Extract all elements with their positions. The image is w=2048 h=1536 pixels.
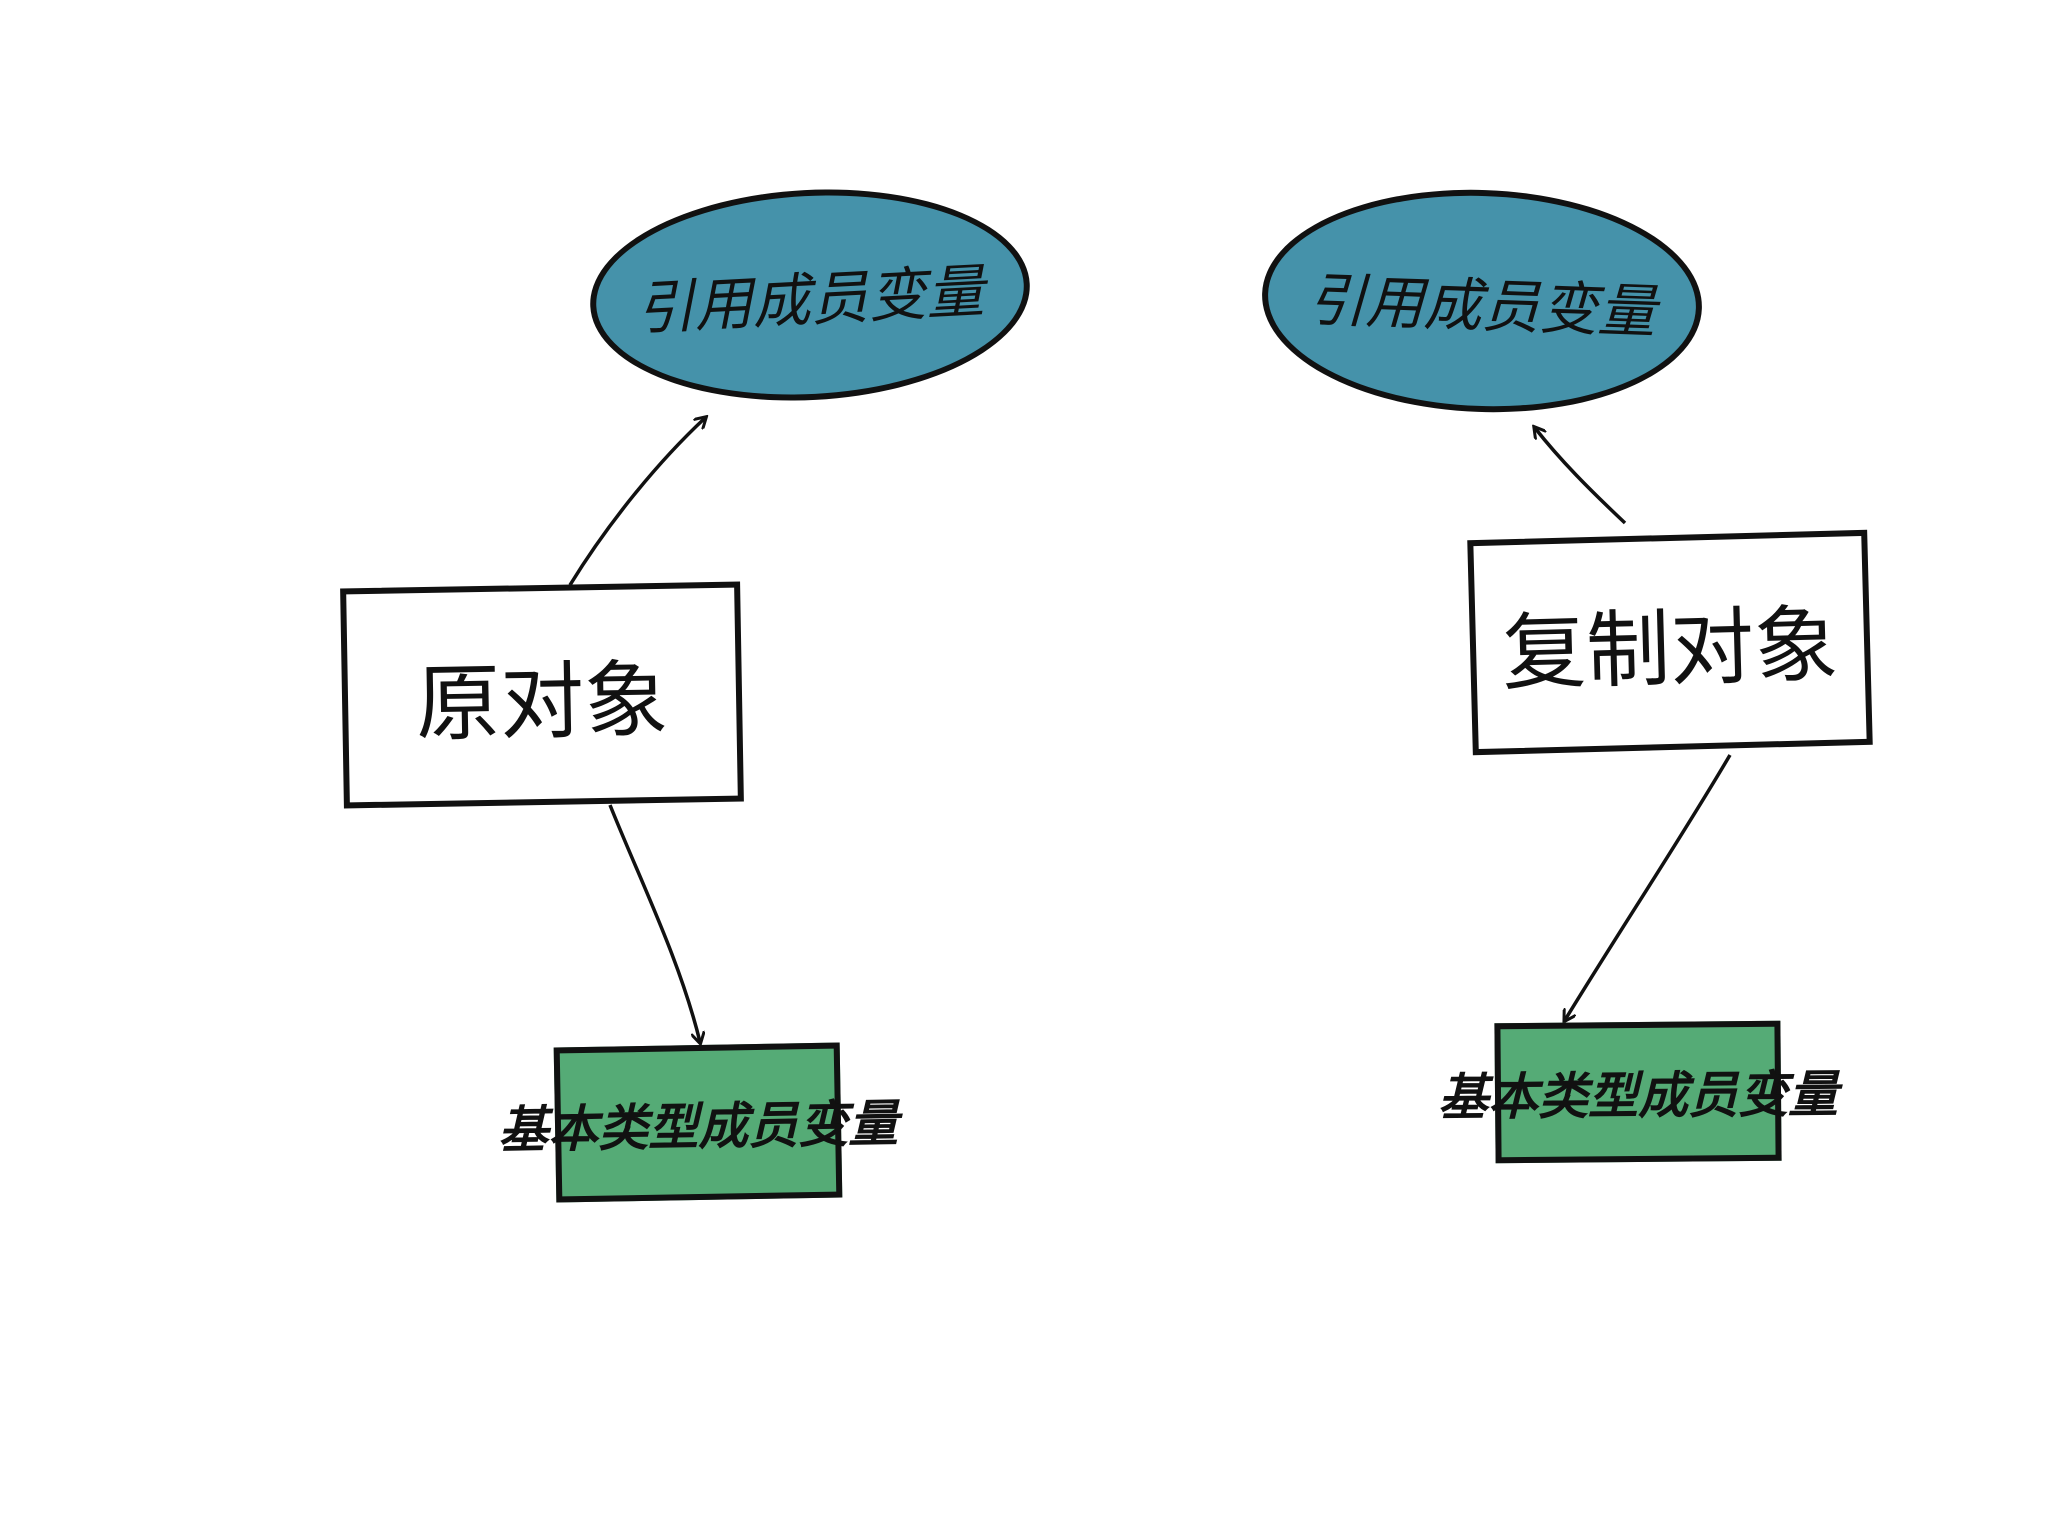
reference-member-label-left: 引用成员变量 bbox=[634, 256, 986, 344]
copy-object-node: 复制对象 bbox=[1467, 529, 1873, 756]
copy-object-label: 复制对象 bbox=[1500, 595, 1840, 703]
primitive-member-node-right: 基本类型成员变量 bbox=[1438, 1020, 1838, 1164]
edge-original-to-reference bbox=[568, 418, 705, 586]
edge-copy-to-reference bbox=[1535, 428, 1627, 525]
original-object-label: 原对象 bbox=[415, 650, 669, 753]
original-object-node: 原对象 bbox=[340, 581, 744, 809]
primitive-member-label-left: 基本类型成员变量 bbox=[497, 1094, 899, 1159]
edge-original-to-primitive bbox=[608, 804, 700, 1042]
primitive-member-label-right: 基本类型成员变量 bbox=[1437, 1065, 1839, 1127]
primitive-member-node-left: 基本类型成员变量 bbox=[498, 1042, 899, 1203]
reference-member-label-right: 引用成员变量 bbox=[1306, 265, 1657, 347]
edge-copy-to-primitive bbox=[1565, 754, 1732, 1020]
